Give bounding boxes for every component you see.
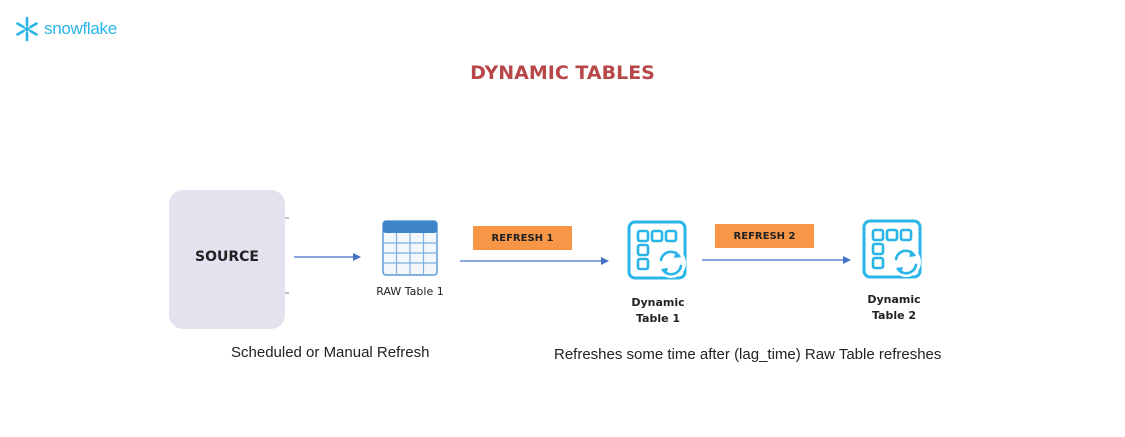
table-grid-icon xyxy=(382,220,438,276)
snowflake-logo: snowflake xyxy=(14,14,117,44)
page-title: DYNAMIC TABLES xyxy=(470,62,655,84)
caption-right: Refreshes some time after (lag_time) Raw… xyxy=(554,346,942,363)
dynamic-table-1-line2: Table 1 xyxy=(635,312,681,325)
dynamic-table-1-label: Dynamic Table 1 xyxy=(608,295,708,327)
dynamic-table-1-line1: Dynamic xyxy=(631,296,685,309)
dynamic-table-2-line1: Dynamic xyxy=(867,293,921,306)
dynamic-table-2-line2: Table 2 xyxy=(871,309,917,322)
logo-text: snowflake xyxy=(44,19,117,38)
dynamic-table-2-label: Dynamic Table 2 xyxy=(844,292,944,324)
dynamic-table-icon xyxy=(862,219,922,279)
snowflake-icon xyxy=(16,16,38,42)
caption-left: Scheduled or Manual Refresh xyxy=(231,344,430,361)
refresh-2-badge: REFRESH 2 xyxy=(715,224,814,248)
refresh-1-badge: REFRESH 1 xyxy=(473,226,572,250)
dynamic-table-icon xyxy=(627,220,687,280)
raw-table-label: RAW Table 1 xyxy=(376,285,444,298)
source-box: SOURCE xyxy=(169,190,285,329)
source-label: SOURCE xyxy=(195,248,259,265)
